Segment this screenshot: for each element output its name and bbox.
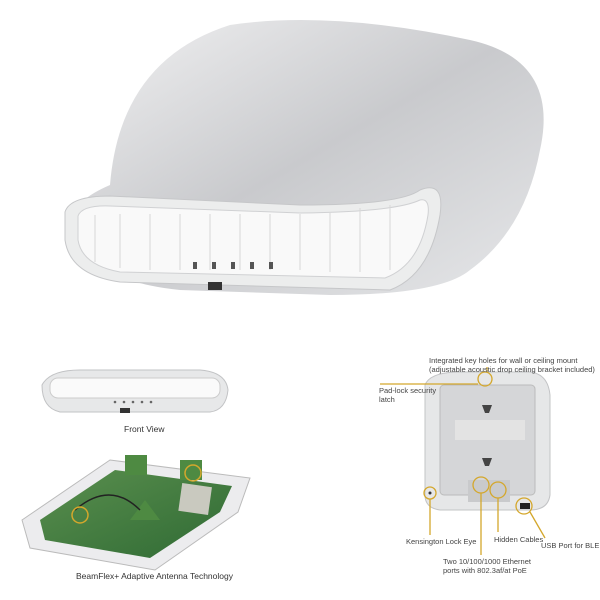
rear-view-image [380, 367, 551, 555]
callout-line: Two 10/100/1000 Ethernet [443, 557, 531, 566]
main-device-image [64, 20, 544, 295]
front-view-caption: Front View [124, 424, 165, 434]
callout-line: (adjustable acoustic drop ceiling bracke… [429, 365, 595, 374]
callout-usb: USB Port for BLE [541, 541, 600, 550]
callout-kensington: Kensington Lock Eye [406, 537, 477, 546]
callout-line: Pad-lock security [379, 386, 437, 395]
internals-image [21, 455, 251, 571]
callout-line: Integrated key holes for wall or ceiling… [429, 356, 578, 365]
callout-line: ports with 802.3af/at PoE [443, 566, 527, 575]
callout-ethernet: Two 10/100/1000 Ethernet ports with 802.… [443, 557, 531, 575]
callout-hidden-cables: Hidden Cables [494, 535, 544, 544]
front-view-image [41, 369, 229, 413]
callout-key-holes: Integrated key holes for wall or ceiling… [429, 356, 595, 374]
internals-caption: BeamFlex+ Adaptive Antenna Technology [76, 571, 233, 581]
callout-padlock: Pad-lock security latch [379, 386, 436, 404]
callout-line: latch [379, 395, 395, 404]
